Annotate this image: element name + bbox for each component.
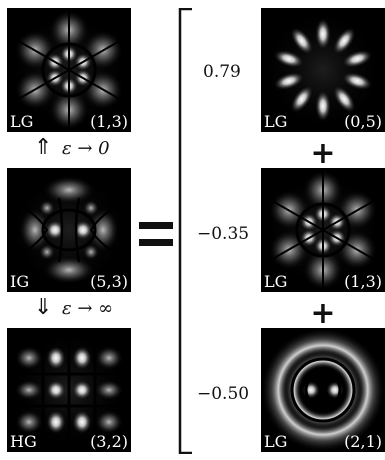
- double-arrow-down-icon: ⇓: [34, 295, 53, 320]
- petal-lobe: [341, 49, 373, 68]
- limit-epsilon-to-zero: ε → 0: [62, 138, 110, 159]
- lg-0-5-intensity-pattern: [261, 8, 385, 132]
- lg-1-3-beam-panel: LG (1,3): [7, 8, 131, 132]
- coefficient-term-2: −0.35: [197, 224, 250, 244]
- lg-0-5-beam-panel: LG (0,5): [261, 8, 385, 132]
- plus-sign: +: [310, 136, 336, 171]
- panel-indices-label: (1,3): [90, 112, 128, 131]
- coefficient-term-1: 0.79: [203, 62, 241, 82]
- plus-sign: +: [310, 296, 336, 331]
- petal-lobe: [315, 90, 331, 122]
- petal-lobe: [332, 85, 356, 113]
- coefficient-term-3: −0.50: [197, 384, 250, 404]
- panel-family-label: LG: [264, 272, 288, 291]
- panel-family-label: HG: [10, 432, 37, 451]
- petal-lobe: [273, 49, 305, 68]
- petal-lobe: [290, 27, 314, 55]
- panel-family-label: IG: [10, 272, 30, 291]
- left-bracket: [178, 8, 192, 454]
- lg-1-3-component-pattern: [263, 168, 383, 292]
- panel-family-label: LG: [10, 112, 34, 131]
- panel-indices-label: (0,5): [344, 112, 382, 131]
- lg-2-1-beam-panel: LG (2,1): [261, 328, 385, 452]
- panel-family-label: LG: [264, 432, 288, 451]
- double-arrow-up-icon: ⇑: [34, 135, 53, 160]
- panel-indices-label: (2,1): [344, 432, 382, 451]
- petal-lobe: [273, 72, 305, 91]
- equals-sign: [139, 222, 173, 248]
- petal-lobe: [341, 72, 373, 91]
- panel-indices-label: (3,2): [90, 432, 128, 451]
- hg-3-2-beam-panel: HG (3,2): [7, 328, 131, 452]
- petal-lobe: [290, 85, 314, 113]
- petal-lobe: [315, 18, 331, 50]
- hg-3-2-intensity-pattern: [7, 328, 131, 452]
- limit-epsilon-to-infinity: ε → ∞: [62, 298, 114, 319]
- panel-family-label: LG: [264, 112, 288, 131]
- petal-lobe: [332, 27, 356, 55]
- lg-1-3-intensity-pattern: [9, 8, 129, 132]
- panel-indices-label: (5,3): [90, 272, 128, 291]
- lg-2-1-intensity-pattern: [261, 328, 385, 452]
- ig-5-3-beam-panel: IG (5,3): [7, 168, 131, 292]
- lg-1-3-component-panel: LG (1,3): [261, 168, 385, 292]
- panel-indices-label: (1,3): [344, 272, 382, 291]
- ig-5-3-intensity-pattern: [7, 170, 131, 290]
